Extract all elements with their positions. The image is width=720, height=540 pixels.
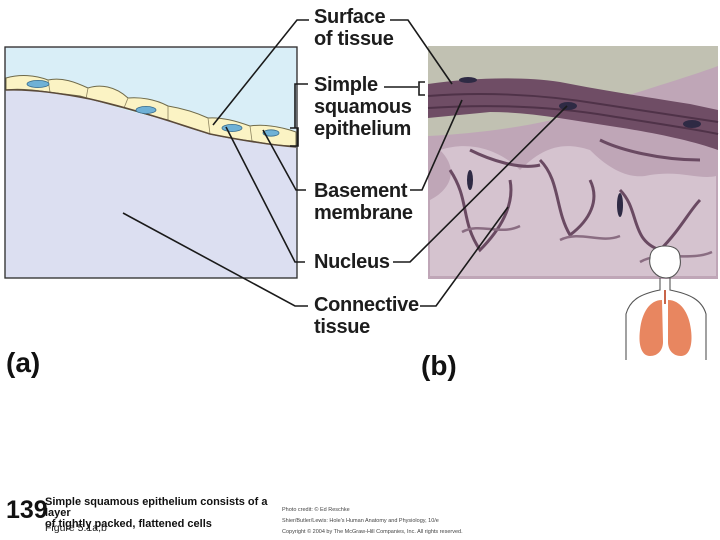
panel-label-b: (b) (421, 350, 457, 382)
label-connective-tissue: Connective tissue (314, 294, 419, 338)
illustration-panel-a (5, 47, 297, 278)
label-surface-of-tissue: Surface of tissue (314, 6, 394, 50)
slide-number: 139 (6, 496, 48, 525)
micrograph-panel-b (428, 46, 718, 279)
photo-credit: Photo credit: © Ed Reschke (282, 507, 350, 513)
label-basement-membrane: Basement membrane (314, 180, 413, 224)
label-simple-squamous-epithelium: Simple squamous epithelium (314, 74, 412, 140)
book-credit: Shier/Butler/Lewis: Hole's Human Anatomy… (282, 518, 439, 524)
panel-label-a: (a) (6, 347, 40, 379)
copyright-notice: Copyright © 2004 by The McGraw-Hill Comp… (282, 529, 463, 535)
figure-reference: Figure 5.1a,b (45, 522, 107, 534)
label-nucleus: Nucleus (314, 251, 390, 273)
